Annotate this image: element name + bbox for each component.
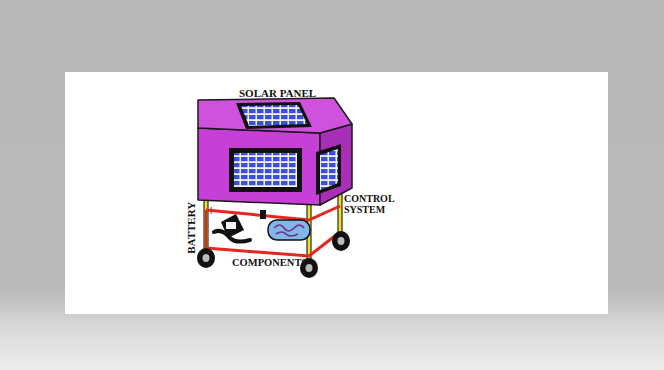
- part-label: CONTROL SYSTEM: [344, 194, 400, 215]
- part-label: COMPONENTS: [232, 257, 307, 268]
- components: [214, 210, 310, 242]
- wheels: [197, 231, 350, 278]
- part-label: SOLAR PANEL: [239, 88, 316, 100]
- solar-panels: [229, 102, 341, 195]
- white-panel: [65, 72, 608, 314]
- part-label: +: [207, 203, 216, 219]
- purple-housing: [198, 98, 352, 205]
- part-label: BATTERY: [186, 202, 198, 254]
